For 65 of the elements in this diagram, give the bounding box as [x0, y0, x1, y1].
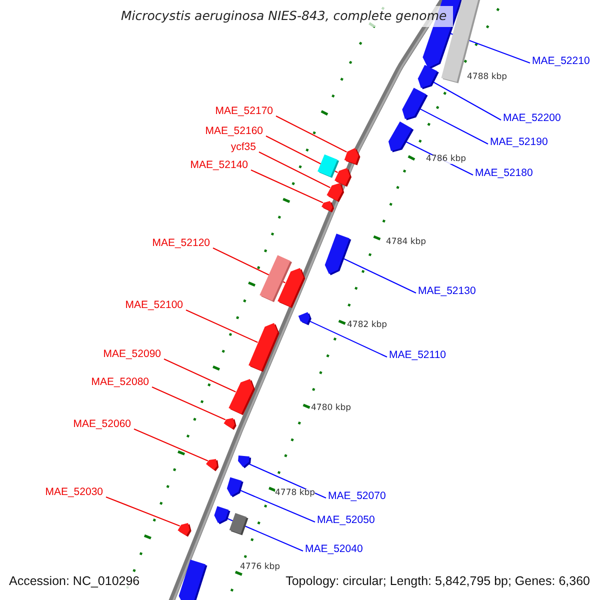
gene-block — [318, 154, 340, 178]
leader-line — [310, 320, 388, 358]
gene-label: ycf35 — [230, 142, 256, 152]
gene-feature — [334, 168, 352, 187]
gene-block — [229, 513, 248, 536]
gene-label: MAE_52090 — [103, 349, 161, 360]
gene-label: MAE_52030 — [45, 487, 103, 498]
leader-line — [432, 81, 502, 120]
gene-feature — [418, 64, 439, 90]
gene-label: MAE_52170 — [215, 106, 273, 116]
gene-label: MAE_52210 — [532, 56, 590, 66]
gene-label: MAE_52040 — [305, 544, 363, 554]
gene-feature — [224, 418, 236, 430]
leader-line — [248, 463, 326, 498]
scale-label: 4786 kbp — [426, 155, 466, 164]
gene-feature — [278, 268, 306, 308]
scale-label: 4784 kbp — [386, 238, 426, 246]
gene-feature — [238, 456, 252, 468]
gene-feature — [214, 506, 230, 524]
genome-info-text: Topology: circular; Length: 5,842,795 bp; Genes: 6,360 — [286, 574, 590, 588]
scale-label: 4780 kbp — [311, 404, 352, 412]
scale-label: 4782 kbp — [347, 321, 388, 330]
gene-label: MAE_52200 — [503, 113, 561, 124]
gene-feature — [402, 88, 428, 120]
gene-feature — [322, 201, 334, 212]
gene-feature — [226, 477, 244, 498]
leader-line — [276, 116, 347, 153]
gene-label: MAE_52050 — [317, 515, 375, 526]
leader-line — [342, 258, 416, 294]
scale-label: 4776 kbp — [240, 563, 280, 572]
gene-label: MAE_52080 — [91, 377, 149, 388]
gene-label: MAE_52140 — [190, 160, 248, 170]
accession-text: Accession: NC_010296 — [9, 574, 140, 588]
leader-line — [250, 170, 324, 204]
gene-feature — [298, 312, 312, 326]
gene-label: MAE_52060 — [73, 419, 131, 430]
gene-feature — [178, 523, 192, 537]
gene-label: MAE_52180 — [475, 168, 533, 178]
leader-line — [164, 358, 236, 392]
leader-line — [258, 152, 330, 188]
gene-feature — [344, 148, 360, 166]
gene-feature — [206, 459, 219, 472]
leader-line — [106, 496, 180, 526]
gene-feature — [248, 323, 280, 372]
leader-line — [239, 490, 316, 522]
gene-feature — [324, 234, 352, 276]
leader-line — [418, 108, 488, 144]
gene-label: MAE_52120 — [152, 238, 210, 248]
gene-label: MAE_52160 — [205, 126, 263, 136]
gene-feature — [228, 379, 255, 416]
scale-label: 4788 kbp — [467, 73, 508, 82]
gene-label: MAE_52070 — [328, 491, 386, 502]
scale-label: 4778 kbp — [275, 489, 316, 498]
gene-label: MAE_52130 — [418, 286, 476, 296]
gene-label: MAE_52190 — [490, 137, 548, 148]
gene-label: MAE_52110 — [389, 350, 446, 360]
gene-label: MAE_52100 — [125, 300, 183, 310]
leader-line — [266, 136, 338, 174]
gene-feature — [326, 183, 344, 202]
gene-feature — [388, 122, 414, 152]
gene-feature — [178, 560, 208, 600]
leader-line — [226, 518, 304, 552]
leader-line — [134, 428, 208, 462]
leader-line — [186, 310, 258, 343]
leader-line — [152, 386, 226, 420]
